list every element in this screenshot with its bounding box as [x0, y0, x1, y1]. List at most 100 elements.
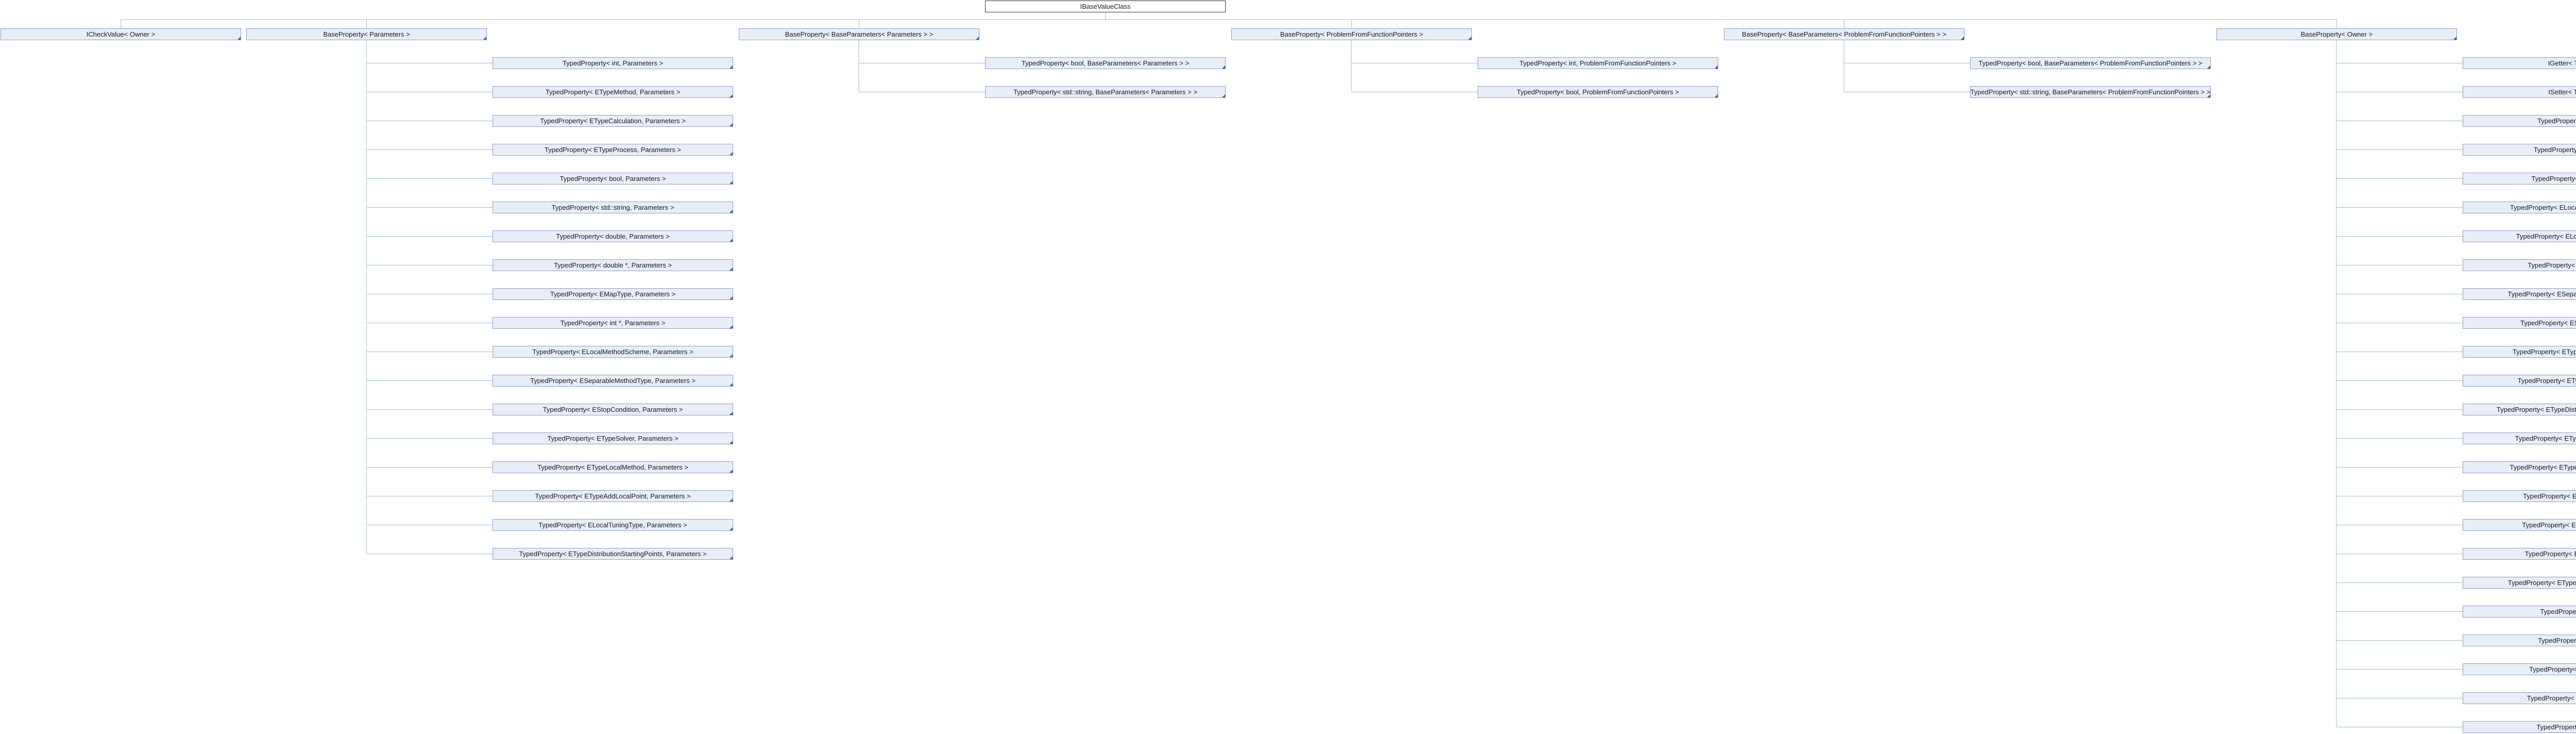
class-node-child-1-6[interactable]: TypedProperty< double, Parameters > [493, 230, 733, 242]
class-node-child-5-18-label: TypedProperty< ETypeStartLocalMethod, Ow… [2507, 579, 2576, 587]
class-node-child-5-2-label: TypedProperty< bool, Owner > [2537, 117, 2576, 125]
class-node-top-5[interactable]: BaseProperty< Owner > [2216, 28, 2457, 40]
class-node-child-1-5-label: TypedProperty< std::string, Parameters > [551, 204, 674, 211]
class-node-child-5-9[interactable]: TypedProperty< EStopCondition, Owner > [2463, 317, 2576, 329]
class-node-child-3-0[interactable]: TypedProperty< int, ProblemFromFunctionP… [1478, 57, 1718, 69]
class-node-child-1-10-label: TypedProperty< ELocalMethodScheme, Param… [532, 348, 693, 356]
class-node-child-1-8[interactable]: TypedProperty< EMapType, Parameters > [493, 288, 733, 300]
class-node-child-5-14[interactable]: TypedProperty< ETypeLocalMinInterval, Ow… [2463, 461, 2576, 473]
class-node-child-5-19[interactable]: TypedProperty< int, Owner > [2463, 606, 2576, 618]
class-node-child-5-17-label: TypedProperty< ETypeSolver, Owner > [2524, 550, 2576, 558]
class-node-child-1-7[interactable]: TypedProperty< double *, Parameters > [493, 259, 733, 271]
class-node-top-3[interactable]: BaseProperty< ProblemFromFunctionPointer… [1231, 28, 1472, 40]
class-node-child-5-0-label: IGetter< Type, Owner > [2548, 59, 2576, 67]
class-node-child-1-2-label: TypedProperty< ETypeCalculation, Paramet… [540, 117, 686, 125]
doc-link-icon [730, 325, 733, 328]
class-node-child-5-16[interactable]: TypedProperty< ETypeProcess, Owner > [2463, 519, 2576, 531]
class-node-child-1-15[interactable]: TypedProperty< ETypeAddLocalPoint, Param… [493, 490, 733, 502]
class-node-child-1-4[interactable]: TypedProperty< bool, Parameters > [493, 173, 733, 185]
class-node-child-1-11[interactable]: TypedProperty< ESeparableMethodType, Par… [493, 375, 733, 387]
class-node-child-1-3[interactable]: TypedProperty< ETypeProcess, Parameters … [493, 144, 733, 156]
class-node-child-4-0[interactable]: TypedProperty< bool, BaseParameters< Pro… [1970, 57, 2211, 69]
doc-link-icon [1715, 65, 1718, 69]
class-node-top-4-label: BaseProperty< BaseParameters< ProblemFro… [1742, 30, 1946, 38]
class-node-child-5-5[interactable]: TypedProperty< ELocalMethodScheme, Owner… [2463, 202, 2576, 213]
class-node-child-2-0[interactable]: TypedProperty< bool, BaseParameters< Par… [985, 57, 1226, 69]
doc-link-icon [730, 268, 733, 271]
class-node-child-3-1[interactable]: TypedProperty< bool, ProblemFromFunction… [1478, 86, 1718, 98]
class-node-child-5-12-label: TypedProperty< ETypeDistributionStarting… [2496, 406, 2576, 413]
class-node-child-5-23[interactable]: TypedProperty< Type, Owner > [2463, 721, 2576, 733]
class-node-child-1-1-label: TypedProperty< ETypeMethod, Parameters > [545, 88, 681, 96]
doc-link-icon [1468, 37, 1471, 40]
class-node-child-5-22[interactable]: TypedProperty< std::string *, Owner > [2463, 692, 2576, 704]
doc-link-icon [1222, 65, 1225, 69]
class-node-child-1-1[interactable]: TypedProperty< ETypeMethod, Parameters > [493, 86, 733, 98]
class-node-child-5-1[interactable]: ISetter< Type, Owner > [2463, 86, 2576, 98]
class-node-child-5-1-label: ISetter< Type, Owner > [2548, 88, 2576, 96]
class-node-child-5-8[interactable]: TypedProperty< ESeparableMethodType, Own… [2463, 288, 2576, 300]
class-node-child-5-11[interactable]: TypedProperty< ETypeCalculation, Owner > [2463, 375, 2576, 387]
class-node-child-5-8-label: TypedProperty< ESeparableMethodType, Own… [2507, 290, 2576, 298]
class-node-child-1-12[interactable]: TypedProperty< EStopCondition, Parameter… [493, 404, 733, 415]
doc-link-icon [730, 383, 733, 386]
class-node-child-1-2[interactable]: TypedProperty< ETypeCalculation, Paramet… [493, 115, 733, 127]
class-node-child-1-7-label: TypedProperty< double *, Parameters > [553, 261, 672, 269]
class-node-child-1-11-label: TypedProperty< ESeparableMethodType, Par… [530, 377, 696, 385]
class-node-child-1-13[interactable]: TypedProperty< ETypeSolver, Parameters > [493, 432, 733, 444]
doc-link-icon [976, 37, 979, 40]
class-node-root-label: IBaseValueClass [1080, 3, 1131, 10]
class-node-child-3-0-label: TypedProperty< int, ProblemFromFunctionP… [1519, 59, 1676, 67]
class-node-child-5-15[interactable]: TypedProperty< ETypeMethod, Owner > [2463, 490, 2576, 502]
doc-link-icon [730, 65, 733, 69]
class-node-top-1-label: BaseProperty< Parameters > [323, 30, 410, 38]
doc-link-icon [730, 441, 733, 444]
class-node-top-2-label: BaseProperty< BaseParameters< Parameters… [785, 30, 934, 38]
class-node-child-1-14-label: TypedProperty< ETypeLocalMethod, Paramet… [537, 463, 688, 471]
class-node-top-2[interactable]: BaseProperty< BaseParameters< Parameters… [739, 28, 979, 40]
class-node-child-1-10[interactable]: TypedProperty< ELocalMethodScheme, Param… [493, 346, 733, 358]
class-node-child-5-10[interactable]: TypedProperty< ETypeAddLocalPoint, Owner… [2463, 346, 2576, 358]
class-node-child-5-20[interactable]: TypedProperty< int *, Owner > [2463, 635, 2576, 646]
class-node-child-1-16[interactable]: TypedProperty< ELocalTuningType, Paramet… [493, 519, 733, 531]
doc-link-icon [483, 37, 486, 40]
doc-link-icon [238, 37, 241, 40]
doc-link-icon [730, 527, 733, 530]
class-node-child-2-0-label: TypedProperty< bool, BaseParameters< Par… [1021, 59, 1190, 67]
class-node-child-5-21[interactable]: TypedProperty< std::string, Owner > [2463, 663, 2576, 675]
class-node-child-1-0[interactable]: TypedProperty< int, Parameters > [493, 57, 733, 69]
class-node-root[interactable]: IBaseValueClass [985, 1, 1226, 12]
class-node-top-1[interactable]: BaseProperty< Parameters > [246, 28, 487, 40]
class-node-child-1-9[interactable]: TypedProperty< int *, Parameters > [493, 317, 733, 329]
class-node-child-1-17[interactable]: TypedProperty< ETypeDistributionStarting… [493, 548, 733, 560]
class-node-child-5-4[interactable]: TypedProperty< double *, Owner > [2463, 173, 2576, 185]
class-node-child-4-1[interactable]: TypedProperty< std::string, BaseParamete… [1970, 86, 2211, 98]
class-node-child-5-7[interactable]: TypedProperty< EMapType, Owner > [2463, 259, 2576, 271]
class-node-child-1-5[interactable]: TypedProperty< std::string, Parameters > [493, 202, 733, 213]
class-node-child-5-2[interactable]: TypedProperty< bool, Owner > [2463, 115, 2576, 127]
class-node-child-3-1-label: TypedProperty< bool, ProblemFromFunction… [1516, 88, 1680, 96]
class-node-child-5-0[interactable]: IGetter< Type, Owner > [2463, 57, 2576, 69]
class-node-child-1-14[interactable]: TypedProperty< ETypeLocalMethod, Paramet… [493, 461, 733, 473]
class-node-child-5-3[interactable]: TypedProperty< double, Owner > [2463, 144, 2576, 156]
doc-link-icon [730, 123, 733, 126]
class-node-child-5-3-label: TypedProperty< double, Owner > [2533, 146, 2576, 154]
class-node-child-1-6-label: TypedProperty< double, Parameters > [556, 232, 670, 240]
class-node-top-3-label: BaseProperty< ProblemFromFunctionPointer… [1280, 30, 1423, 38]
doc-link-icon [730, 354, 733, 357]
class-node-top-0-label: ICheckValue< Owner > [86, 30, 156, 38]
class-node-child-5-13[interactable]: TypedProperty< ETypeLocalMethod, Owner > [2463, 432, 2576, 444]
class-node-child-5-12[interactable]: TypedProperty< ETypeDistributionStarting… [2463, 404, 2576, 415]
doc-link-icon [2453, 37, 2456, 40]
class-node-child-4-1-label: TypedProperty< std::string, BaseParamete… [1970, 88, 2211, 96]
class-node-child-5-18[interactable]: TypedProperty< ETypeStartLocalMethod, Ow… [2463, 577, 2576, 589]
class-node-child-5-19-label: TypedProperty< int, Owner > [2540, 608, 2576, 615]
class-node-top-4[interactable]: BaseProperty< BaseParameters< ProblemFro… [1724, 28, 1964, 40]
doc-link-icon [1961, 37, 1964, 40]
class-node-child-1-8-label: TypedProperty< EMapType, Parameters > [550, 290, 676, 298]
class-node-child-5-6[interactable]: TypedProperty< ELocalTuningType, Owner > [2463, 230, 2576, 242]
class-node-child-2-1[interactable]: TypedProperty< std::string, BaseParamete… [985, 86, 1226, 98]
class-node-child-5-17[interactable]: TypedProperty< ETypeSolver, Owner > [2463, 548, 2576, 560]
class-node-top-0[interactable]: ICheckValue< Owner > [1, 28, 241, 40]
